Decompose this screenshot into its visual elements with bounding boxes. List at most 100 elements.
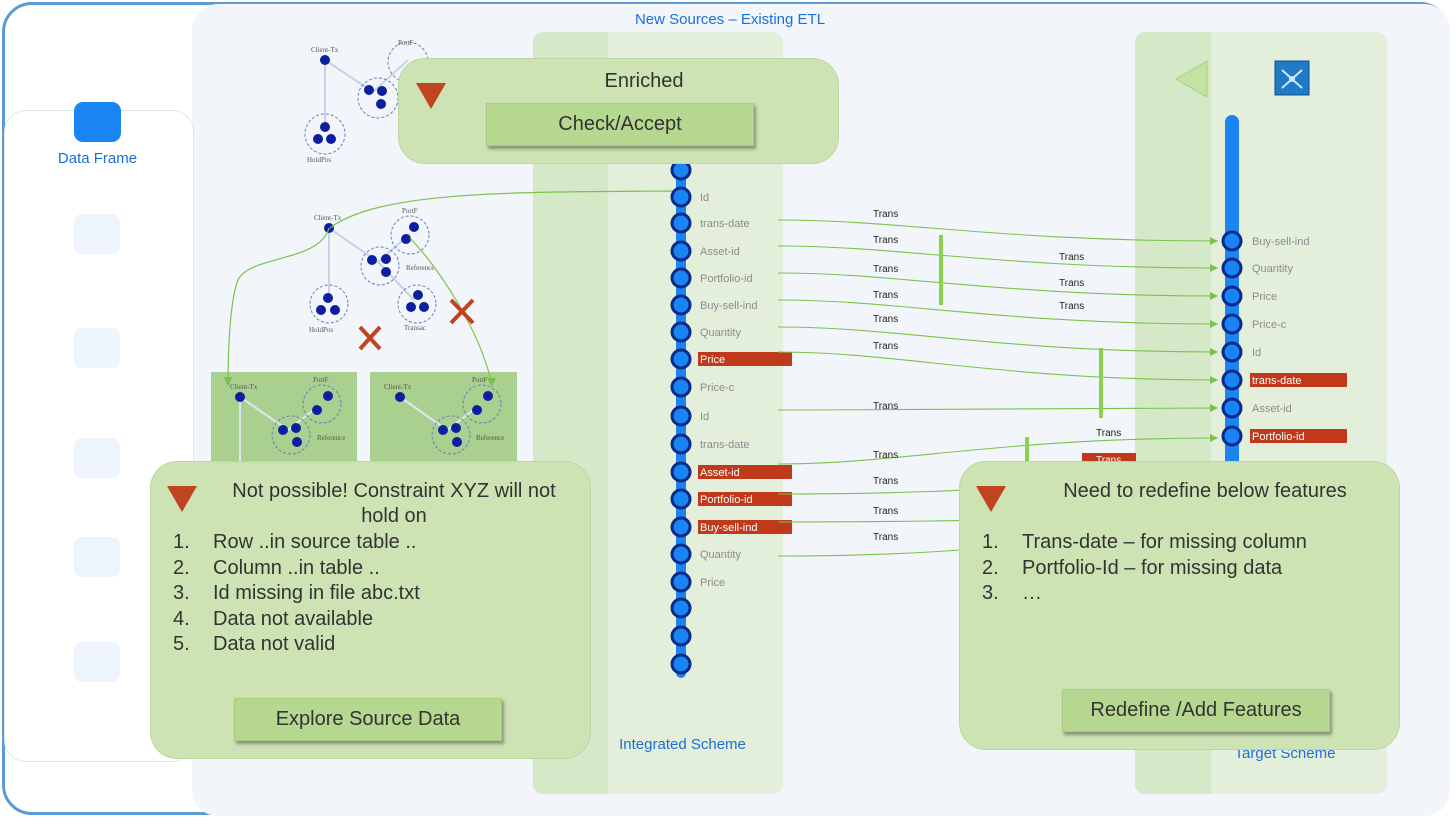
graph-label: PortF: [313, 376, 329, 384]
field-node[interactable]: [670, 376, 692, 398]
integrated-field-label: Id: [700, 192, 709, 204]
mapping-curve: [777, 437, 1219, 465]
mapping-curve: [777, 519, 970, 523]
integrated-field-label: Asset-id: [700, 246, 740, 258]
mapping-curve: [777, 488, 970, 495]
redefine-list: 1.Trans-date – for missing column 2.Port…: [982, 530, 1307, 607]
field-node[interactable]: [670, 597, 692, 619]
integrated-field-label: Id: [700, 411, 709, 423]
graph-label: HoldPos: [307, 156, 331, 164]
graph-label: Transac: [404, 324, 426, 332]
mapping-label: Trans: [1059, 278, 1084, 289]
target-field-label: Buy-sell-ind: [1252, 236, 1309, 248]
graph-label: HoldPos: [309, 326, 333, 334]
field-node[interactable]: [670, 433, 692, 455]
integrated-field-label: Portfolio-id: [700, 494, 753, 506]
integrated-field-label: Price: [700, 577, 725, 589]
list-item-num: 3.: [982, 582, 999, 604]
graph-label: Client-Tx: [230, 383, 258, 391]
list-item-text: Portfolio-Id – for missing data: [1022, 556, 1283, 579]
target-field-label: Quantity: [1252, 263, 1293, 275]
sidebar-item-data-frame[interactable]: Data Frame: [57, 150, 138, 167]
mapping-arrowhead: [1210, 348, 1218, 356]
field-node[interactable]: [1221, 341, 1243, 363]
integrated-scheme-title: Integrated Scheme: [619, 736, 746, 753]
rejected-link-icon: [449, 298, 475, 325]
list-item-text: …: [1022, 582, 1042, 604]
mapping-label: Trans: [1059, 252, 1084, 263]
mapping-label: Trans: [873, 506, 898, 517]
mapping-label: Trans: [873, 476, 898, 487]
warning-triangle-icon: [976, 486, 1006, 512]
integrated-field-label: Buy-sell-ind: [700, 522, 757, 534]
data-frame-icon[interactable]: [74, 102, 121, 142]
mapping-curve: [777, 272, 1219, 297]
source-thumbnail-right[interactable]: Client-Tx PortF Reference: [370, 372, 517, 472]
target-field-label: Asset-id: [1252, 403, 1292, 415]
field-node[interactable]: [1221, 230, 1243, 252]
field-highlight: [698, 492, 792, 506]
field-node[interactable]: [1221, 369, 1243, 391]
join-bar: [1099, 348, 1103, 418]
sidebar-slot[interactable]: [74, 328, 120, 368]
field-highlight: [698, 352, 792, 366]
list-item: 3. …: [982, 581, 1307, 607]
field-node[interactable]: [670, 653, 692, 675]
sidebar-slot[interactable]: [74, 537, 120, 577]
source-graph-top: Client-Tx PortF HoldPos: [304, 39, 429, 164]
mapping-label: Trans: [1096, 428, 1121, 439]
field-node[interactable]: [670, 571, 692, 593]
mapping-lines: [777, 219, 1219, 557]
field-node[interactable]: [670, 348, 692, 370]
mapping-curve: [777, 407, 1219, 411]
field-node[interactable]: [670, 321, 692, 343]
field-node[interactable]: [670, 405, 692, 427]
collapse-arrow-icon[interactable]: [1175, 60, 1208, 98]
integrated-field-label: Quantity: [700, 327, 741, 339]
integrated-extra-nodes: [670, 159, 692, 675]
integrated-field-label: Portfolio-id: [700, 273, 753, 285]
field-node[interactable]: [670, 488, 692, 510]
list-item-num: 1.: [982, 531, 999, 553]
field-highlight: [1250, 373, 1347, 387]
field-node[interactable]: [670, 267, 692, 289]
graph-label: Reference: [317, 434, 345, 442]
list-item-text: Data not available: [213, 607, 374, 630]
rejected-link-icon: [358, 325, 382, 351]
warning-triangle-icon: [167, 486, 197, 512]
check-accept-button[interactable]: Check/Accept: [486, 103, 754, 146]
explore-source-data-button[interactable]: Explore Source Data: [234, 698, 502, 741]
sidebar-slot[interactable]: [74, 438, 120, 478]
field-node[interactable]: [1221, 257, 1243, 279]
field-node[interactable]: [670, 186, 692, 208]
sidebar-slot[interactable]: [74, 642, 120, 682]
field-node[interactable]: [670, 625, 692, 647]
source-thumbnail-left[interactable]: Client-Tx PortF Reference: [211, 372, 357, 472]
list-item: 3.Id missing in file abc.txt: [173, 581, 420, 607]
field-node[interactable]: [1221, 285, 1243, 307]
field-node[interactable]: [670, 159, 692, 181]
field-highlight: [698, 465, 792, 479]
trans-tag-label: Trans: [1096, 455, 1121, 466]
field-node[interactable]: [1221, 397, 1243, 419]
target-field-label: Price-c: [1252, 319, 1287, 331]
field-node[interactable]: [670, 240, 692, 262]
field-node[interactable]: [670, 543, 692, 565]
field-node[interactable]: [1221, 425, 1243, 447]
list-item: 2.Column ..in table ..: [173, 556, 420, 582]
field-node[interactable]: [670, 516, 692, 538]
join-bar: [1025, 437, 1029, 467]
field-node[interactable]: [670, 212, 692, 234]
list-item-text: Column ..in table ..: [213, 556, 380, 579]
graph-label: PortF: [398, 39, 414, 47]
mapping-label: Trans: [873, 341, 898, 352]
redefine-add-features-button[interactable]: Redefine /Add Features: [1062, 689, 1330, 732]
enriched-title: Enriched: [604, 70, 684, 92]
target-field-label: Price: [1252, 291, 1277, 303]
field-node[interactable]: [1221, 313, 1243, 335]
schema-graph-icon[interactable]: [1274, 60, 1310, 96]
field-highlight: [1250, 429, 1347, 443]
field-node[interactable]: [670, 294, 692, 316]
sidebar-slot[interactable]: [74, 214, 120, 254]
field-node[interactable]: [670, 461, 692, 483]
